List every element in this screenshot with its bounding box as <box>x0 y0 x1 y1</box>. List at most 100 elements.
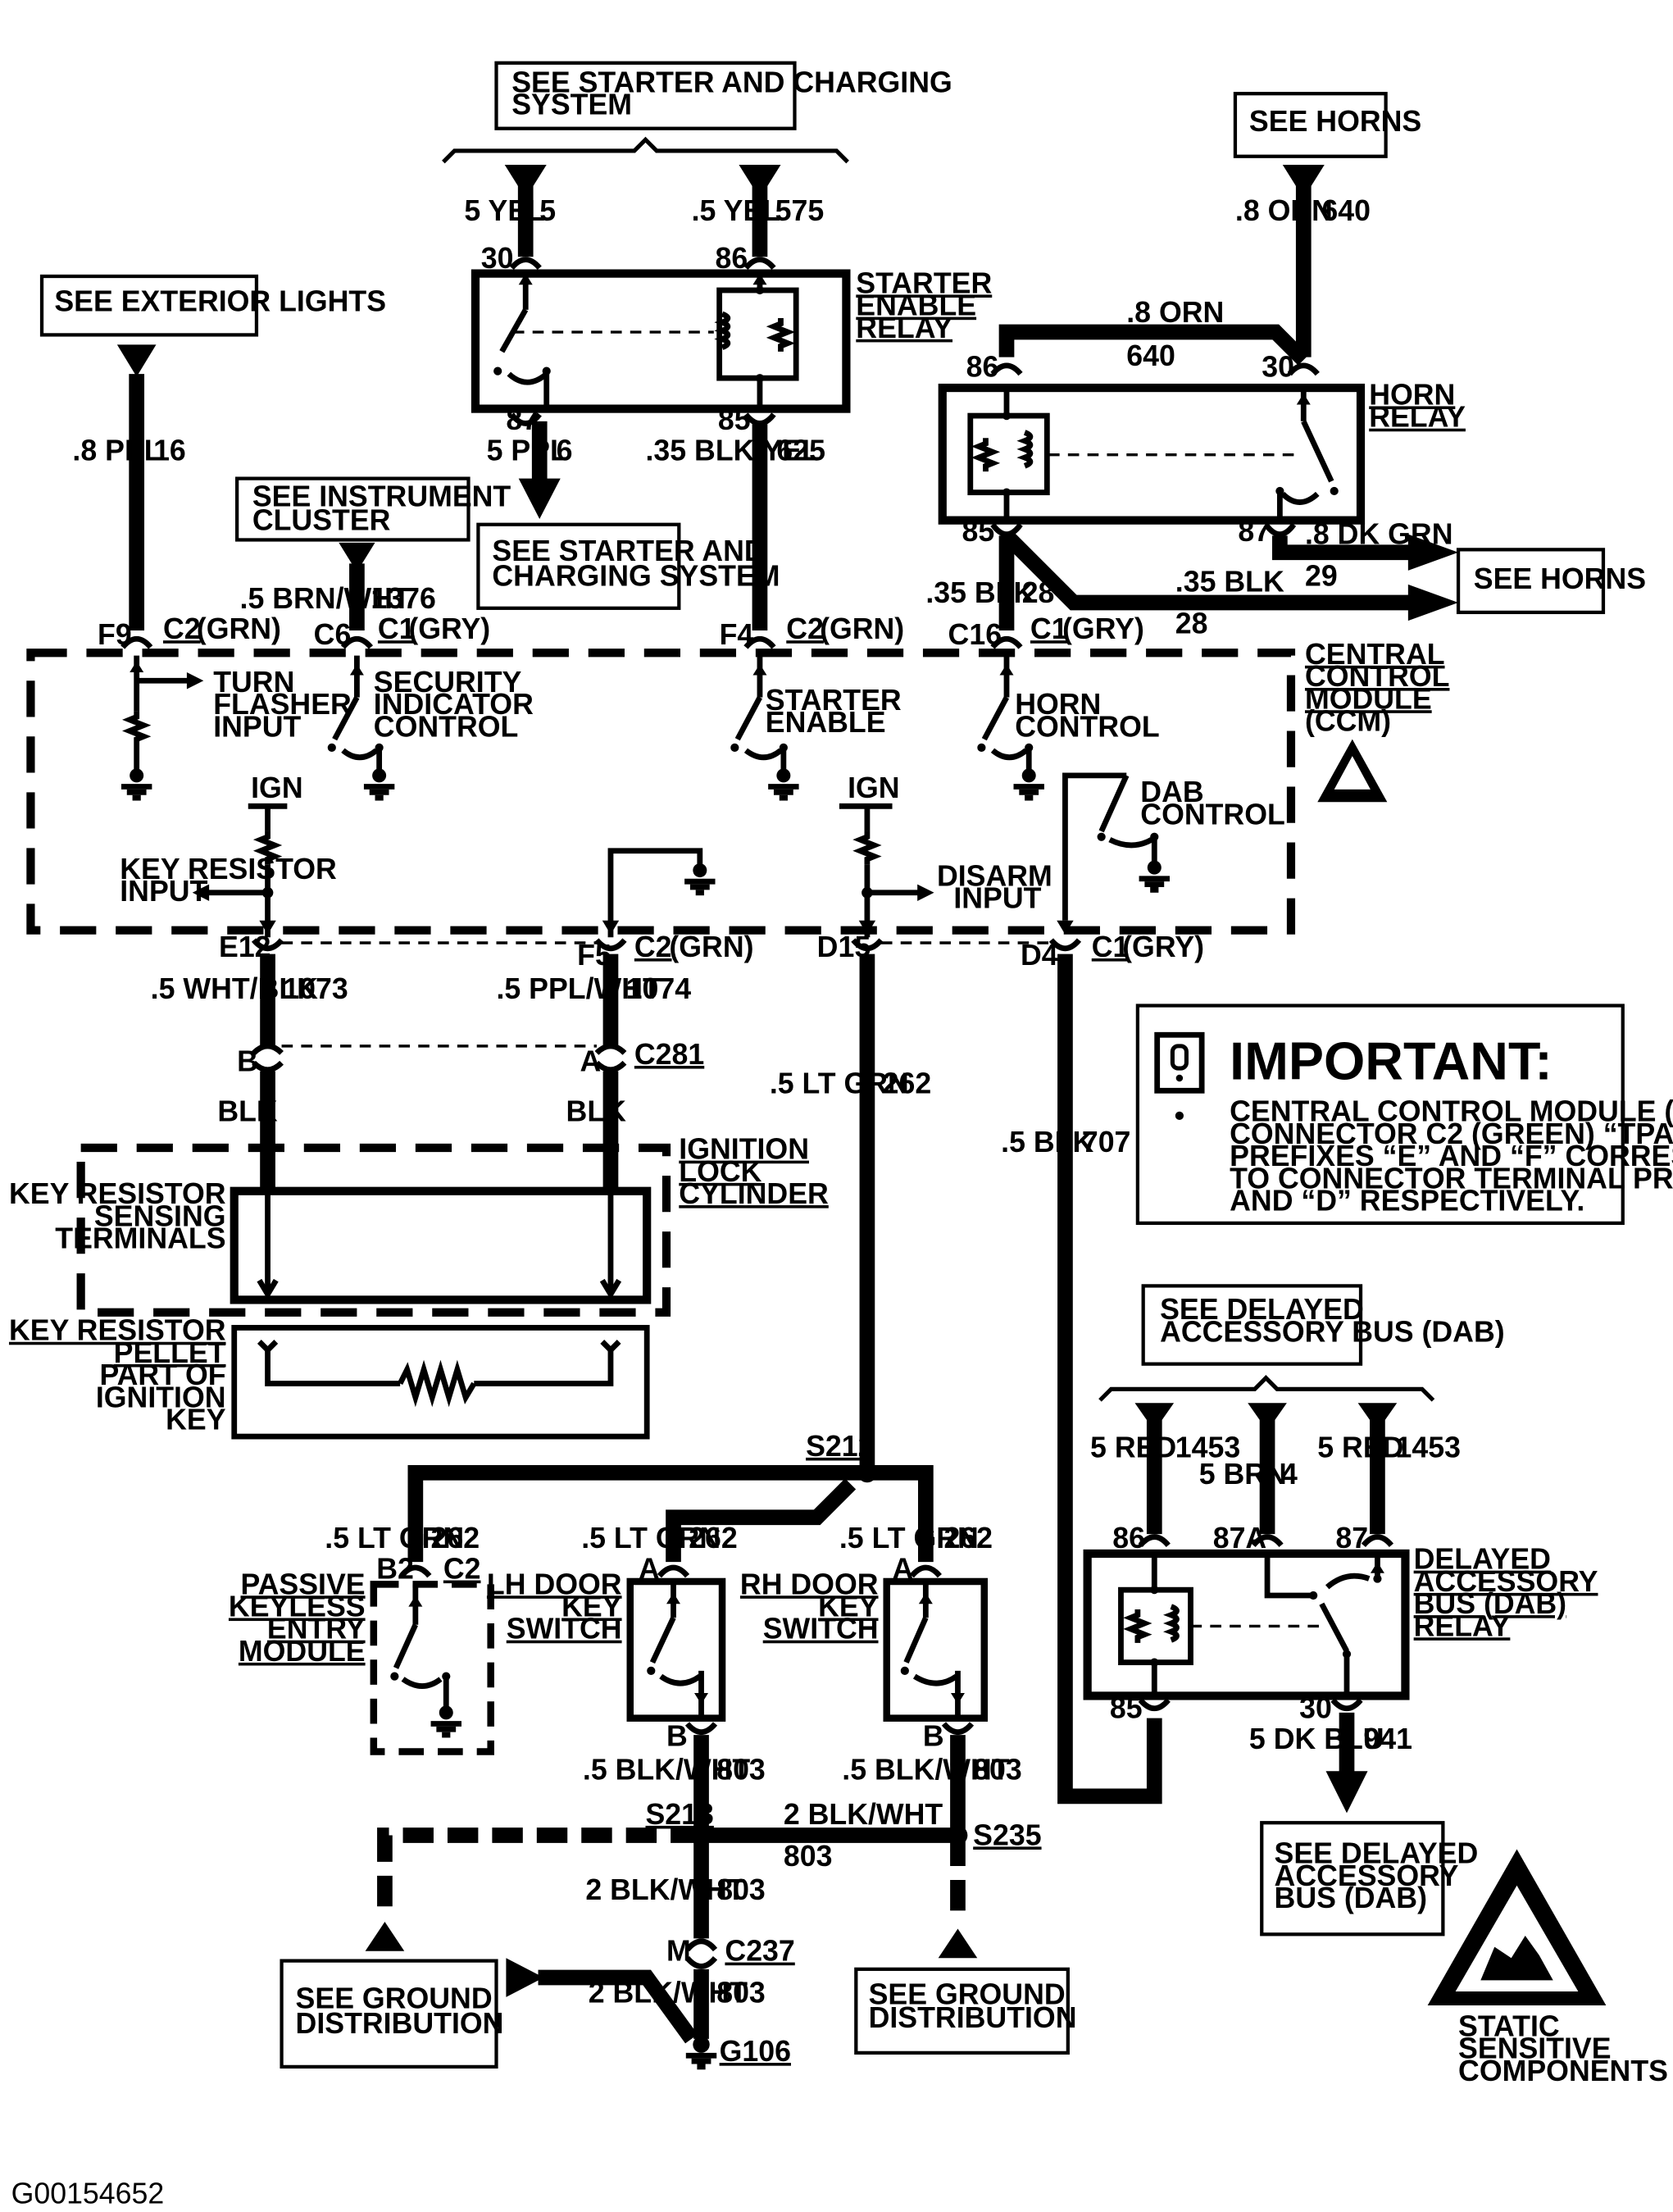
ccm-label: DAB <box>1140 776 1203 808</box>
wire-label: .35 BLK <box>1175 565 1284 598</box>
circuit-number: 1073 <box>283 972 348 1005</box>
box-text: BUS (DAB) <box>1275 1882 1427 1914</box>
connector-color: (GRY) <box>1122 931 1204 963</box>
important-note <box>1135 1004 1625 1225</box>
component-label: CONTROL <box>1305 660 1450 693</box>
component-label: ENABLE <box>856 289 976 322</box>
connector-color: (GRY) <box>1062 612 1144 645</box>
wire-label: .5 BRN/WHT <box>240 582 411 615</box>
component-label: ENTRY <box>267 1613 366 1645</box>
ccm-label: STARTER <box>766 684 902 717</box>
component-label: MODULE <box>1305 682 1432 715</box>
component-label: LH DOOR <box>487 1568 622 1600</box>
terminal: B <box>923 1720 944 1753</box>
component-label: DELAYED <box>1414 1543 1551 1576</box>
wire-label: 5 YEL <box>464 194 545 227</box>
pin: D4 <box>1021 939 1058 972</box>
terminal: 86 <box>1112 1522 1145 1554</box>
component-label: RH DOOR <box>740 1568 879 1600</box>
ccm-label: SECURITY <box>374 666 522 699</box>
component-label: KEY <box>818 1591 879 1623</box>
pin: F9 <box>98 618 132 651</box>
box-text: SEE GROUND <box>296 1982 493 2014</box>
ignition-lock-cylinder <box>76 1143 671 1317</box>
pin: F4 <box>720 618 754 651</box>
box-text: ACCESSORY <box>1275 1859 1459 1892</box>
pin: C16 <box>948 618 1002 651</box>
ccm-label: CONTROL <box>1015 710 1160 743</box>
wire-label: 2 BLK/WHT <box>784 1798 943 1831</box>
component-label: KEYLESS <box>229 1591 366 1623</box>
terminal: 87 <box>1335 1522 1368 1554</box>
terminal: 85 <box>1110 1692 1143 1725</box>
circuit-number: 1453 <box>1175 1431 1240 1464</box>
important-line: AND “D” RESPECTIVELY. <box>1230 1185 1584 1218</box>
circuit-number: 1376 <box>371 582 435 615</box>
component-label: LOCK <box>679 1155 761 1188</box>
ccm-label: FLASHER <box>213 688 352 721</box>
circuit-number: 262 <box>431 1522 480 1554</box>
see-starter-charging-box-bottom <box>476 522 681 610</box>
circuit-number: 575 <box>775 194 825 227</box>
splice-label: S213 <box>645 1798 713 1831</box>
box-text: SEE STARTER AND CHARGING <box>511 66 952 98</box>
circuit-number: 803 <box>716 1754 766 1786</box>
component-label: IGNITION <box>679 1133 809 1166</box>
important-title: IMPORTANT: <box>1230 1031 1553 1091</box>
bracket <box>1098 1375 1435 1402</box>
component-label: MODULE <box>239 1635 366 1668</box>
ccm-label: INPUT <box>120 875 207 908</box>
wire-label: .5 YEL <box>692 194 780 227</box>
wire-label: .5 BLK/WHT <box>583 1754 750 1786</box>
figure-id: G00154652 <box>11 2178 165 2210</box>
connector: C281 <box>634 1038 704 1071</box>
connector: C1 <box>1092 931 1130 963</box>
component-label: PART OF <box>99 1359 225 1391</box>
ccm-label: HORN <box>1015 688 1101 721</box>
terminal: B <box>666 1720 688 1753</box>
box-text: CLUSTER <box>252 504 391 537</box>
wire-label: BLK <box>566 1095 627 1128</box>
see-instrument-cluster-box <box>235 476 471 542</box>
box-text: SEE DELAYED <box>1160 1293 1364 1326</box>
circuit-number: 640 <box>1321 194 1371 227</box>
circuit-number: 1074 <box>626 972 692 1005</box>
see-dab-box-top <box>1141 1284 1363 1366</box>
circuit-number: 1453 <box>1396 1431 1461 1464</box>
wire-label: .8 DK GRN <box>1305 518 1453 551</box>
see-exterior-lights-box <box>39 274 259 337</box>
circuit-number: 28 <box>1022 576 1055 609</box>
ccm-label: DISARM <box>937 859 1052 892</box>
splice-s212 <box>857 1463 877 1483</box>
connector: C1 <box>378 612 416 645</box>
terminal: 87A <box>1213 1522 1267 1554</box>
wire-label: .35 BLK <box>925 576 1034 609</box>
wire-label: 2 BLK/WHT <box>585 1873 745 1906</box>
component-label: RELAY <box>1369 401 1466 434</box>
wire-label: .5 LT GRN <box>325 1522 464 1554</box>
important-line: CENTRAL CONTROL MODULE (CCM) <box>1230 1095 1673 1128</box>
component-label: ACCESSORY <box>1414 1565 1598 1598</box>
component-label: CENTRAL <box>1305 638 1445 671</box>
terminal: 87 <box>1238 515 1271 548</box>
box-text: SYSTEM <box>511 89 632 121</box>
wire-label: 5 DK BLU <box>1249 1723 1384 1755</box>
circuit-number: 803 <box>716 1873 766 1906</box>
circuit-number: 5 <box>539 194 556 227</box>
see-horns-box-right <box>1456 548 1606 615</box>
circuit-number: 625 <box>776 435 825 467</box>
connector: C2 <box>163 612 201 645</box>
component-label: SWITCH <box>763 1613 879 1645</box>
ccm-label: INPUT <box>953 881 1041 914</box>
wire-label: BLK <box>217 1095 278 1128</box>
circuit-number: 640 <box>1126 339 1175 372</box>
connector: C1 <box>1030 612 1068 645</box>
circuit-number: 803 <box>784 1840 833 1873</box>
wire-label: .35 BLK/YEL <box>645 435 819 467</box>
connector: C2 <box>634 931 672 963</box>
ccm-label: ENABLE <box>766 706 886 739</box>
circuit-number: 803 <box>973 1754 1022 1786</box>
circuit-number: 28 <box>1175 607 1208 639</box>
component-label: BUS (DAB) <box>1414 1587 1566 1620</box>
